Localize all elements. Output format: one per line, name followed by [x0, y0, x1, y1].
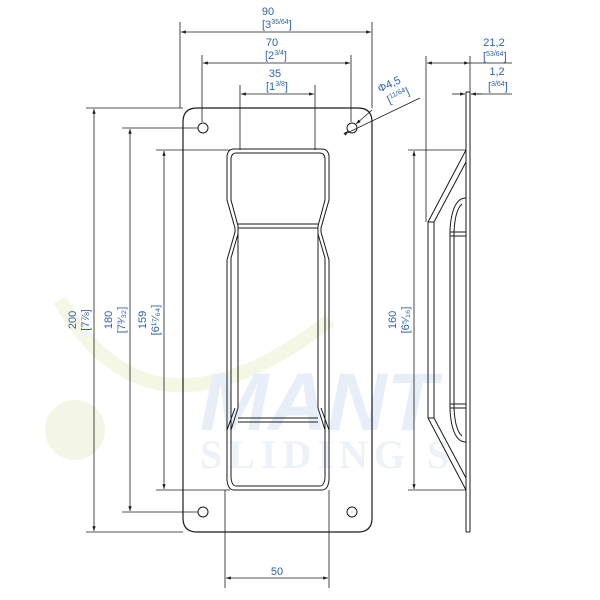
dim-depth-overall-inch: [53/64] — [483, 51, 507, 63]
dim-hole-spacing-vertical: 180 [7³⁄₃₂] — [103, 307, 128, 333]
dim-height-overall-mm: 200 — [67, 311, 79, 329]
side-dimensions — [408, 56, 512, 491]
front-dimensions — [86, 22, 421, 588]
watermark-brand: MANT — [200, 357, 443, 448]
dim-recess-width-top-mm: 35 — [269, 68, 281, 80]
dim-recess-width-top: 35 [13/8] — [266, 68, 288, 93]
dim-width-overall: 90 [335/64] — [262, 6, 292, 31]
dim-depth-overall: 21,2 [53/64] — [483, 37, 507, 63]
dim-recess-height: 159 [6¹⁷⁄₆₄] — [137, 305, 162, 336]
dim-side-recess-height-inch: [6⁵⁄₁₆] — [400, 307, 412, 334]
dim-hole-spacing-horizontal-inch: [23/4] — [265, 50, 287, 62]
dim-depth-overall-mm: 21,2 — [483, 37, 504, 49]
mounting-hole-top-right — [346, 122, 358, 134]
mounting-hole-top-left — [197, 122, 209, 134]
dim-width-overall-mm: 90 — [262, 6, 274, 18]
dim-plate-thickness-mm: 1,2 — [489, 66, 504, 78]
plate-outline — [182, 107, 373, 533]
dim-recess-height-inch: [6¹⁷⁄₆₄] — [150, 305, 162, 336]
dim-hole-spacing-horizontal-mm: 70 — [266, 37, 278, 49]
dim-side-recess-height-mm: 160 — [387, 311, 399, 329]
dim-side-recess-height: 160 [6⁵⁄₁₆] — [387, 307, 412, 334]
dim-hole-diameter: Φ4,5 [11/64] — [376, 74, 412, 106]
dim-width-overall-inch: [335/64] — [262, 19, 292, 31]
watermark-tagline: SLIDING S — [200, 432, 455, 477]
dim-plate-thickness-inch: [3/64] — [488, 81, 508, 93]
dim-recess-width-bottom: 50 — [271, 566, 283, 578]
mounting-hole-bottom-left — [197, 506, 209, 518]
dim-recess-height-mm: 159 — [137, 311, 149, 329]
handle-recess — [226, 148, 330, 491]
side-view — [427, 91, 471, 533]
dim-plate-thickness: 1,2 [3/64] — [488, 66, 508, 93]
dim-height-overall-inch: [7⅞] — [80, 309, 92, 330]
dim-hole-spacing-horizontal: 70 [23/4] — [265, 37, 287, 62]
dim-hole-spacing-vertical-mm: 180 — [103, 311, 115, 329]
mounting-hole-bottom-right — [346, 506, 358, 518]
dim-hole-spacing-vertical-inch: [7³⁄₃₂] — [116, 307, 128, 333]
watermark: MANT SLIDING S — [45, 296, 455, 477]
dim-recess-width-top-inch: [13/8] — [266, 81, 288, 93]
dim-height-overall: 200 [7⅞] — [67, 309, 92, 330]
